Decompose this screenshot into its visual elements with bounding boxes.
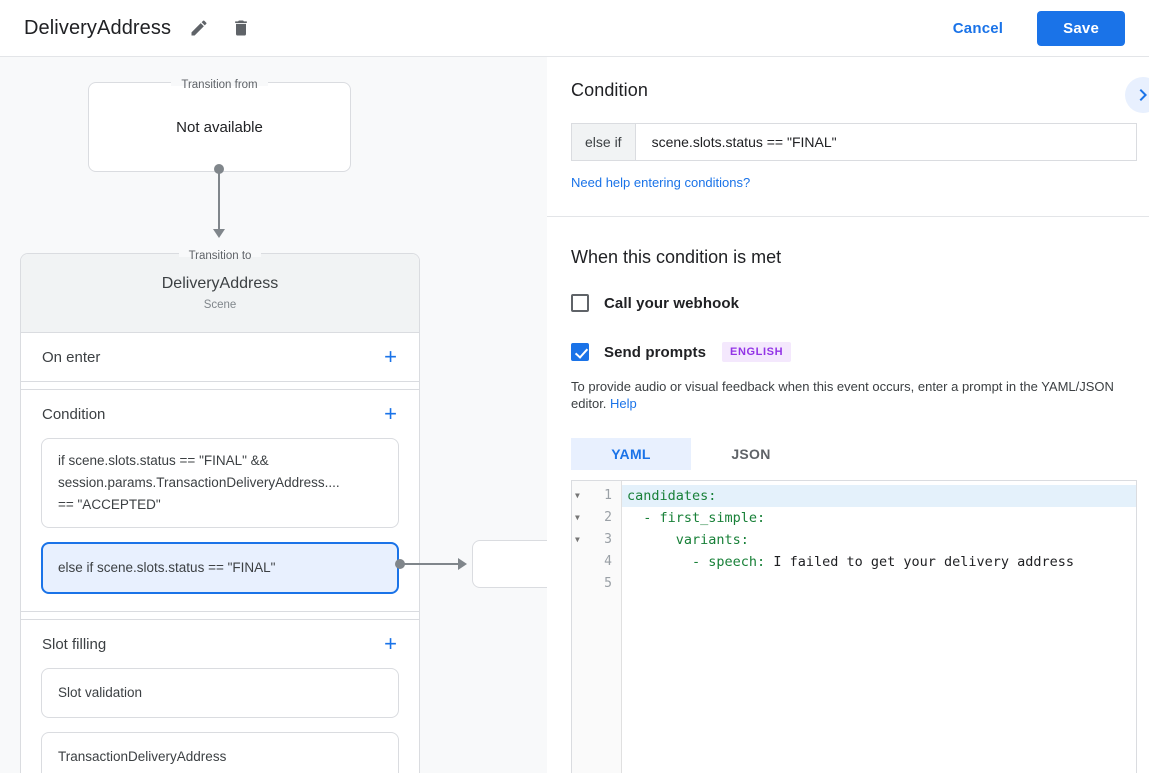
line-number: 4 bbox=[604, 554, 612, 569]
card-text-line: if scene.slots.status == "FINAL" && bbox=[58, 453, 269, 468]
line-number: 1 bbox=[604, 488, 612, 503]
scene-node-title: DeliveryAddress bbox=[161, 275, 279, 292]
line-number: 5 bbox=[604, 576, 612, 591]
gutter-line: ▼2 bbox=[572, 507, 621, 529]
on-enter-section-header: On enter + bbox=[21, 333, 419, 381]
tab-json[interactable]: JSON bbox=[731, 446, 771, 462]
top-bar: DeliveryAddress Cancel Save bbox=[0, 0, 1149, 57]
trash-icon bbox=[231, 18, 251, 38]
tab-yaml[interactable]: YAML bbox=[571, 438, 691, 470]
conditions-help-link[interactable]: Need help entering conditions? bbox=[571, 175, 751, 190]
cancel-button[interactable]: Cancel bbox=[941, 12, 1015, 45]
yaml-key-token: - first_simple: bbox=[627, 510, 766, 526]
fold-arrow-icon[interactable]: ▼ bbox=[575, 491, 580, 500]
card-text-line: Slot validation bbox=[58, 685, 143, 700]
fold-arrow-icon[interactable]: ▼ bbox=[575, 513, 580, 522]
arrow-down-icon bbox=[213, 229, 225, 238]
transition-from-legend: Transition from bbox=[89, 75, 350, 93]
horizontal-divider bbox=[547, 216, 1149, 217]
line-number: 2 bbox=[604, 510, 612, 525]
pencil-icon bbox=[189, 18, 209, 38]
send-prompts-label: Send prompts bbox=[604, 343, 707, 361]
condition-add-button[interactable]: + bbox=[384, 401, 397, 426]
prompt-description: To provide audio or visual feedback when… bbox=[571, 378, 1137, 412]
save-button[interactable]: Save bbox=[1037, 10, 1125, 46]
scene-node: Transition to DeliveryAddress Scene On e… bbox=[20, 249, 420, 773]
diagram-card[interactable]: if scene.slots.status == "FINAL" && sessi… bbox=[41, 438, 399, 528]
slot-filling-add-button[interactable]: + bbox=[384, 631, 397, 656]
send-prompts-row: Send prompts ENGLISH bbox=[571, 342, 1137, 362]
diagram-card[interactable]: TransactionDeliveryAddress bbox=[41, 732, 399, 773]
on-enter-label: On enter bbox=[42, 348, 101, 366]
line-number: 3 bbox=[604, 532, 612, 547]
editor-code-area[interactable]: candidates: - first_simple: variants: - … bbox=[622, 481, 1136, 773]
yaml-key-token: - speech: bbox=[627, 554, 774, 570]
condition-editor-panel: Condition else if scene.slots.status == … bbox=[547, 57, 1149, 773]
editor-format-tabs: YAML JSON bbox=[571, 438, 1137, 470]
scene-node-header[interactable]: DeliveryAddress Scene bbox=[21, 254, 419, 333]
card-text-line: TransactionDeliveryAddress bbox=[58, 749, 227, 764]
card-text-line: == "ACCEPTED" bbox=[58, 497, 161, 512]
connector-line-vertical bbox=[218, 169, 220, 229]
call-webhook-checkbox[interactable] bbox=[571, 294, 589, 312]
delete-scene-button[interactable] bbox=[227, 14, 255, 42]
gutter-line: ▼3 bbox=[572, 529, 621, 551]
code-line[interactable]: candidates: bbox=[622, 485, 1136, 507]
condition-card-selected[interactable]: else if scene.slots.status == "FINAL" bbox=[41, 542, 399, 594]
condition-label: Condition bbox=[42, 405, 106, 423]
collapse-panel-button[interactable] bbox=[1125, 77, 1149, 113]
condition-prefix: else if bbox=[572, 124, 636, 160]
gutter-line: 4 bbox=[572, 551, 621, 573]
section-divider bbox=[21, 381, 419, 390]
card-text-line: else if scene.slots.status == "FINAL" bbox=[58, 560, 276, 575]
scene-flow-diagram: Transition from Not available Transition… bbox=[0, 57, 547, 773]
condition-section-header: Condition + bbox=[21, 390, 419, 438]
chevron-right-icon bbox=[1131, 83, 1149, 107]
transition-from-content: Not available bbox=[176, 118, 263, 136]
fold-arrow-icon[interactable]: ▼ bbox=[575, 535, 580, 544]
code-line[interactable]: - first_simple: bbox=[622, 507, 1136, 529]
yaml-key-token: variants: bbox=[627, 532, 749, 548]
call-webhook-label: Call your webhook bbox=[604, 294, 740, 312]
slot-filling-label: Slot filling bbox=[42, 635, 107, 653]
send-prompts-checkbox[interactable] bbox=[571, 343, 589, 361]
page-title: DeliveryAddress bbox=[24, 16, 172, 39]
code-line[interactable]: variants: bbox=[622, 529, 1136, 551]
prompt-description-text: To provide audio or visual feedback when… bbox=[571, 379, 1114, 411]
code-line[interactable] bbox=[622, 573, 1136, 595]
code-line[interactable]: - speech: I failed to get your delivery … bbox=[622, 551, 1136, 573]
diagram-card[interactable]: Slot validation bbox=[41, 668, 399, 718]
transition-from-node[interactable]: Transition from Not available bbox=[88, 78, 351, 172]
edit-title-button[interactable] bbox=[185, 14, 213, 42]
arrow-right-icon bbox=[458, 558, 467, 570]
yaml-text-token: I failed to get your delivery address bbox=[773, 554, 1075, 570]
transition-target-node[interactable] bbox=[472, 540, 547, 588]
gutter-line: 5 bbox=[572, 573, 621, 595]
condition-expression-input[interactable]: scene.slots.status == "FINAL" bbox=[651, 134, 837, 150]
webhook-row: Call your webhook bbox=[571, 294, 1137, 312]
condition-cards: if scene.slots.status == "FINAL" && sessi… bbox=[21, 438, 419, 611]
connector-line-horizontal bbox=[400, 563, 459, 565]
on-enter-add-button[interactable]: + bbox=[384, 344, 397, 369]
condition-expression-field: else if scene.slots.status == "FINAL" bbox=[571, 123, 1137, 161]
help-link[interactable]: Help bbox=[610, 396, 637, 411]
language-badge: ENGLISH bbox=[722, 342, 792, 362]
slot-filling-section-header: Slot filling + bbox=[21, 620, 419, 668]
when-condition-met-title: When this condition is met bbox=[571, 247, 782, 267]
yaml-key-token: candidates: bbox=[627, 488, 717, 504]
section-divider bbox=[21, 611, 419, 620]
scene-node-subtitle: Scene bbox=[203, 299, 237, 311]
panel-title: Condition bbox=[571, 80, 648, 100]
card-text-line: session.params.TransactionDeliveryAddres… bbox=[58, 475, 340, 490]
gutter-line: ▼1 bbox=[572, 485, 621, 507]
